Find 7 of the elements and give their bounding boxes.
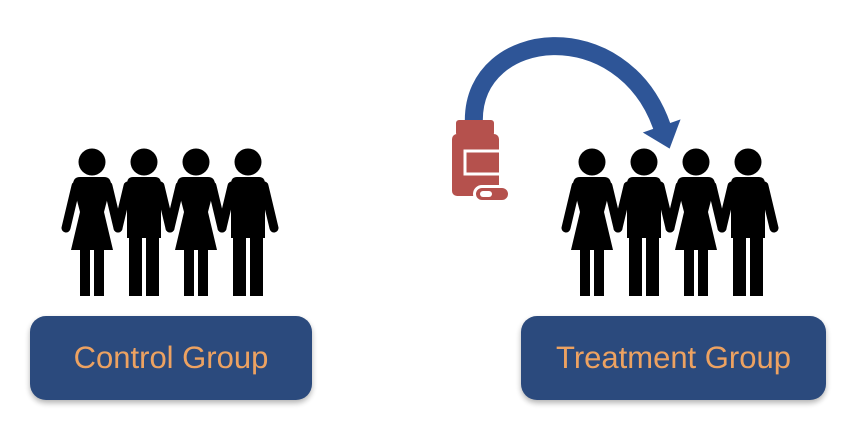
group-name: Control Group <box>74 338 268 377</box>
people-group-drawing <box>61 148 279 296</box>
group-label-box <box>521 316 826 400</box>
people-group-drawing <box>561 148 779 296</box>
group-name: Treatment Group <box>556 338 791 377</box>
pill-bottle-icon <box>452 120 511 203</box>
group-label-box <box>30 316 312 400</box>
